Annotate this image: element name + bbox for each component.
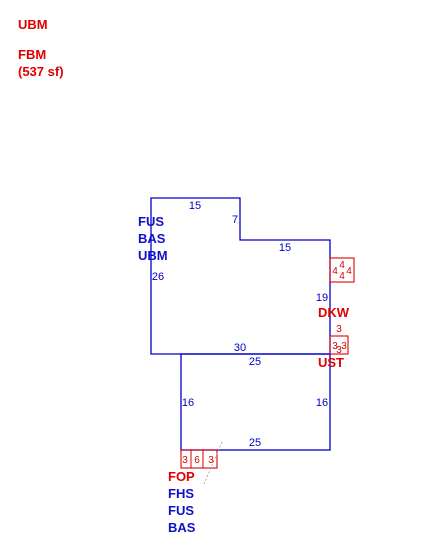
deck-code-label: DKW <box>318 305 350 320</box>
dim-stoop-bottom: 3 <box>336 345 342 356</box>
lower-area-code-4: BAS <box>168 520 196 535</box>
dim-stoop-top: 3 <box>336 324 342 335</box>
dim-lower-left: 16 <box>182 397 194 409</box>
dim-upper-notch-horizontal: 15 <box>279 242 291 254</box>
legend-fbm-area: (537 sf) <box>18 64 64 79</box>
stoop-code-label: UST <box>318 355 344 370</box>
upper-area-code-3: UBM <box>138 248 168 263</box>
legend-fbm-area-label: FBM (537 sf) <box>18 46 64 80</box>
deck-outline <box>329 257 355 283</box>
dim-lower-bottom: 25 <box>249 437 261 449</box>
stoop-outline <box>329 335 349 355</box>
dim-lower-top: 25 <box>249 356 261 368</box>
dim-deck-bottom: 4 <box>339 271 345 282</box>
dim-lower-right: 16 <box>316 397 328 409</box>
lower-area-codes: FOP FHS FUS BAS <box>168 468 195 536</box>
legend-ubm-label: UBM <box>18 17 48 32</box>
dim-porch-middle: 6 <box>194 455 200 466</box>
dim-porch-right: 3 <box>208 455 214 466</box>
legend-fbm-code: FBM <box>18 47 47 62</box>
dim-upper-bottom: 30 <box>234 342 246 354</box>
upper-area-code-2: BAS <box>138 231 166 246</box>
dim-deck-right: 4 <box>346 266 352 277</box>
upper-area-code-1: FUS <box>138 214 164 229</box>
porch-outline <box>180 449 218 469</box>
upper-area-codes: FUS BAS UBM <box>138 213 168 264</box>
dim-deck-left: 4 <box>332 266 338 277</box>
dim-upper-right: 19 <box>316 292 328 304</box>
lower-area-code-1: FOP <box>168 469 195 484</box>
dim-stoop-right: 3 <box>341 341 347 352</box>
lower-area-outline <box>180 353 331 451</box>
lower-area-code-2: FHS <box>168 486 194 501</box>
dim-upper-left: 26 <box>152 271 164 283</box>
dim-porch-left: 3 <box>182 455 188 466</box>
dim-deck-top: 4 <box>339 260 345 271</box>
dim-stoop-left: 3 <box>332 341 338 352</box>
dim-upper-top: 15 <box>189 200 201 212</box>
upper-area-outline <box>150 197 331 355</box>
lower-area-code-3: FUS <box>168 503 194 518</box>
dim-upper-notch-vertical: 7 <box>232 214 238 226</box>
